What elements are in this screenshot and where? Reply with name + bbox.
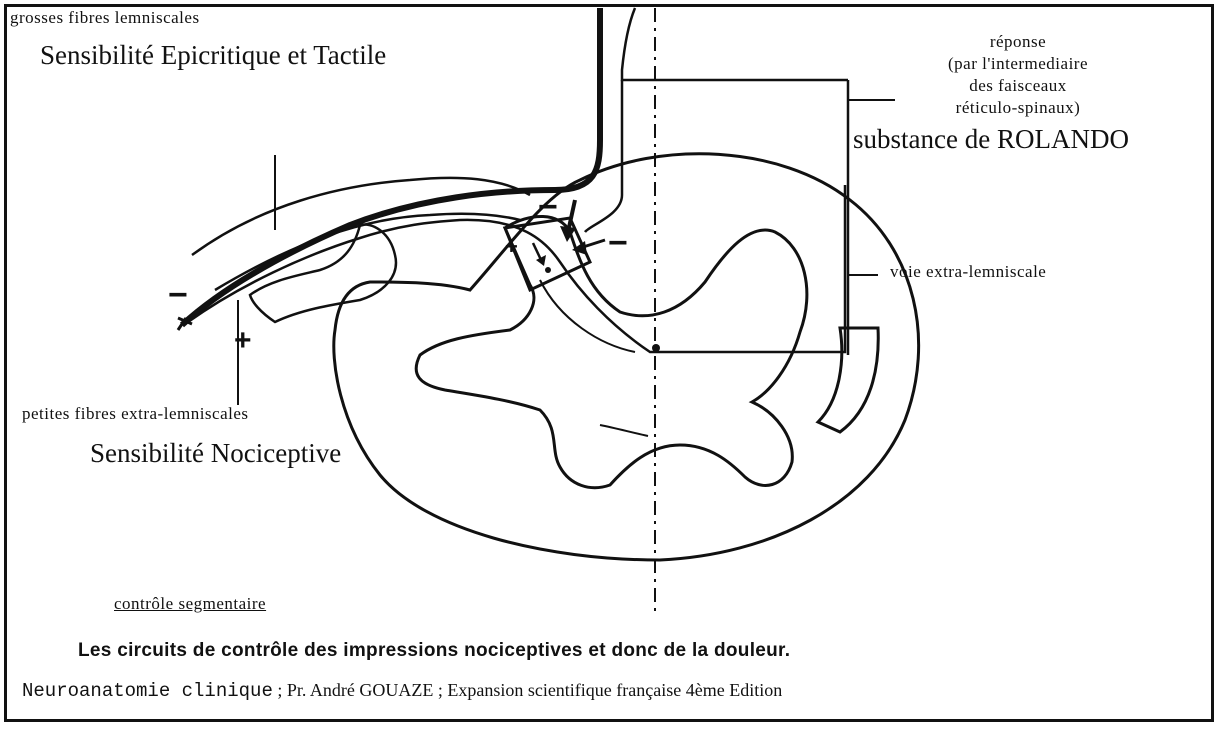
plus-sign-center: + bbox=[505, 236, 518, 258]
minus-sign-right: − bbox=[608, 226, 628, 260]
reponse-line: réponse bbox=[868, 31, 1168, 53]
minus-sign-top: − bbox=[538, 190, 558, 224]
arrow-excitatory-head bbox=[536, 255, 546, 266]
label-controle-segmentaire: contrôle segmentaire bbox=[114, 594, 266, 614]
citation-book-title: Neuroanatomie clinique bbox=[22, 680, 273, 702]
reponse-line: des faisceaux bbox=[868, 75, 1168, 97]
reponse-line: réticulo-spinaux) bbox=[868, 97, 1168, 119]
label-grosses-fibres: grosses fibres lemniscales bbox=[10, 8, 200, 28]
label-sensibilite-epicritique: Sensibilité Epicritique et Tactile bbox=[40, 40, 386, 71]
rolando-neuron-dot bbox=[545, 267, 551, 273]
reponse-line: (par l'intermediaire bbox=[868, 53, 1168, 75]
figure-citation: Neuroanatomie clinique ; Pr. André GOUAZ… bbox=[22, 680, 782, 702]
citation-details: ; Pr. André GOUAZE ; Expansion scientifi… bbox=[273, 680, 782, 700]
label-petites-fibres: petites fibres extra-lemniscales bbox=[22, 404, 249, 424]
dorsal-horn-contour bbox=[540, 280, 635, 352]
central-canal bbox=[600, 425, 648, 436]
label-sensibilite-nociceptive: Sensibilité Nociceptive bbox=[90, 438, 341, 469]
label-voie-extra-lemniscale: voie extra-lemniscale bbox=[890, 262, 1046, 282]
dorsal-root-outer bbox=[192, 178, 530, 255]
figure-caption-title: Les circuits de contrôle des impressions… bbox=[78, 640, 790, 662]
minus-sign-left: − bbox=[168, 278, 188, 312]
label-substance-rolando: substance de ROLANDO bbox=[853, 124, 1129, 155]
label-reponse: réponse (par l'intermediaire des faiscea… bbox=[868, 31, 1168, 119]
ventral-inner-line bbox=[585, 80, 622, 232]
plus-sign-left: + bbox=[234, 326, 252, 356]
